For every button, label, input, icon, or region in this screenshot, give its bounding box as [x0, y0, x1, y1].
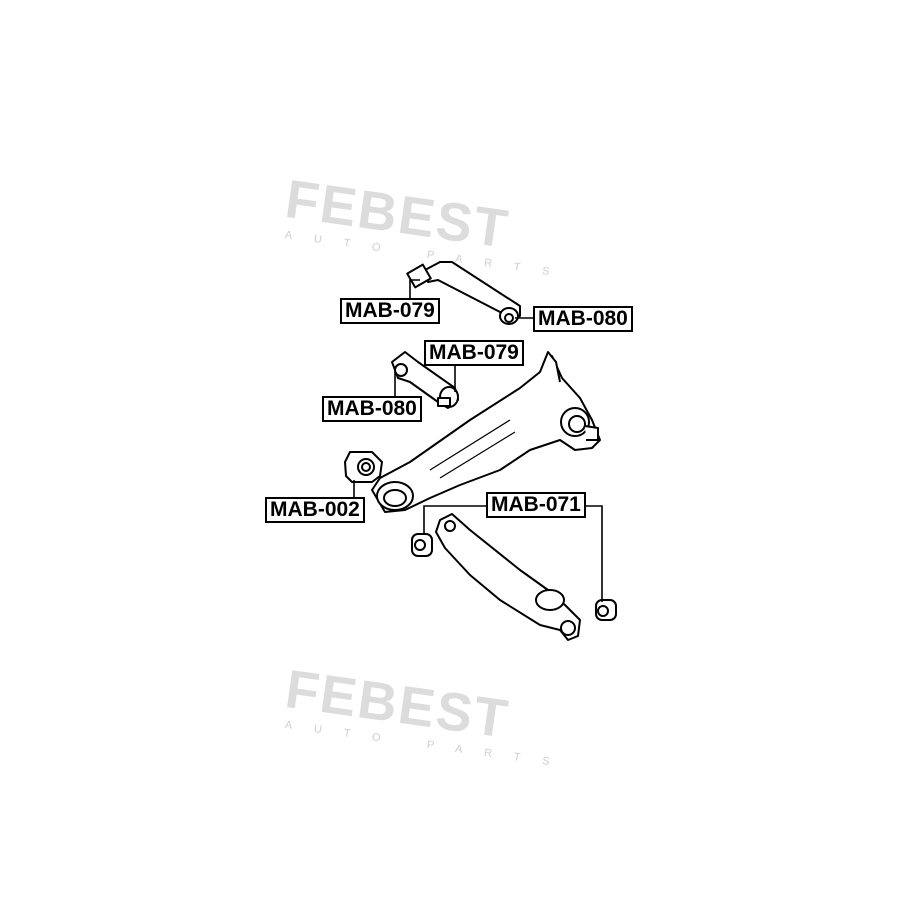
part-label-mab-002: MAB-002 [265, 497, 365, 523]
part-label-mab-080-upper: MAB-080 [533, 306, 633, 332]
leader-lines [353, 279, 603, 602]
part-label-mab-079-upper: MAB-079 [340, 298, 440, 324]
part-label-mab-079-middle: MAB-079 [424, 340, 524, 366]
lower-control-arm [435, 513, 581, 641]
part-label-mab-071: MAB-071 [486, 492, 586, 518]
part-label-mab-080-middle: MAB-080 [322, 396, 422, 422]
